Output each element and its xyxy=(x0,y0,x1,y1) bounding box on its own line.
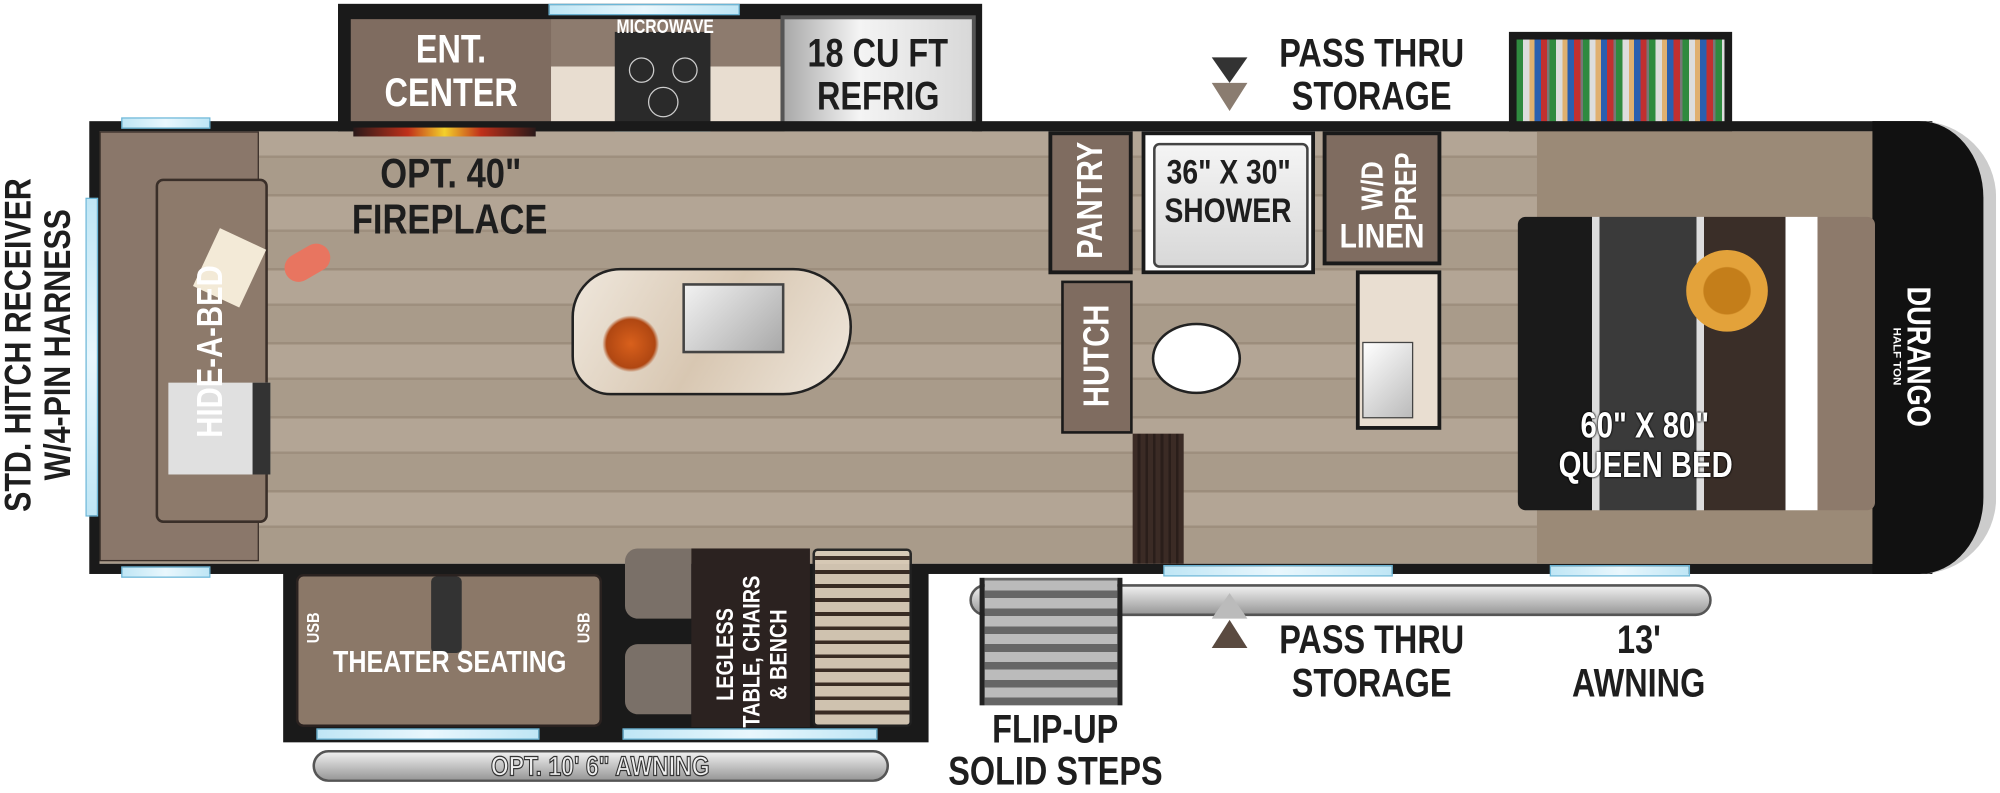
laptop xyxy=(168,382,271,475)
side-window xyxy=(1163,565,1393,577)
steps-line2: SOLID STEPS xyxy=(948,748,1163,793)
fireplace xyxy=(353,127,536,137)
pass-thru-top-line2: STORAGE xyxy=(1291,73,1452,119)
pantry-label: PANTRY xyxy=(1070,124,1110,277)
arrow-down-icon xyxy=(1211,57,1248,83)
hitch-label: STD. HITCH RECEIVER W/4-PIN HARNESS xyxy=(0,140,80,548)
table-label: LEGLESS TABLE, CHAIRS & BENCH xyxy=(712,566,792,745)
pass-thru-bottom-line1: PASS THRU xyxy=(1278,617,1464,662)
table-line2: TABLE, CHAIRS xyxy=(739,575,766,728)
rear-window-bottom xyxy=(121,566,211,578)
ent-center-line1: ENT. xyxy=(415,26,487,72)
front-cap xyxy=(1872,121,1997,574)
pass-thru-top-line1: PASS THRU xyxy=(1278,30,1464,76)
fireplace-line1: OPT. 40" xyxy=(379,149,521,197)
fireplace-line2: FIREPLACE xyxy=(352,195,549,243)
pass-thru-top-label: PASS THRU STORAGE xyxy=(1256,30,1486,119)
arrow-up-icon xyxy=(1211,593,1248,619)
pass-thru-bottom-label: PASS THRU STORAGE xyxy=(1256,617,1486,706)
burner-icon xyxy=(628,57,655,83)
fireplace-label: OPT. 40" FIREPLACE xyxy=(329,149,571,243)
slideout-window xyxy=(622,728,878,740)
shower-line1: 36" X 30" xyxy=(1166,153,1291,192)
hutch-text: HUTCH xyxy=(1076,304,1117,408)
hat xyxy=(1686,249,1768,332)
wd-prep-linen[interactable] xyxy=(1322,131,1442,266)
island-sink xyxy=(682,283,785,354)
linen-text: LINEN xyxy=(1339,216,1425,256)
usb-right-text: USB xyxy=(572,612,594,644)
bed-line1: 60" X 80" xyxy=(1581,405,1710,446)
pantry-text: PANTRY xyxy=(1070,141,1110,259)
hitch-label-line2: W/4-PIN HARNESS xyxy=(38,208,80,481)
bed-label: 60" X 80" QUEEN BED xyxy=(1537,406,1754,485)
pantry[interactable] xyxy=(1048,131,1133,275)
cupholder-console xyxy=(431,576,462,654)
usb-left-text: USB xyxy=(302,612,323,644)
slideout-window xyxy=(316,728,540,740)
chair xyxy=(624,644,692,715)
table-line3: & BENCH xyxy=(765,609,793,701)
ent-center-label: ENT. CENTER xyxy=(351,26,551,115)
ent-center-line2: CENTER xyxy=(384,70,518,115)
slideout-top-window xyxy=(548,3,740,16)
steps-label: FLIP-UP SOLID STEPS xyxy=(918,708,1192,792)
prep-line: PREP xyxy=(1389,152,1424,221)
usb-left: USB xyxy=(302,602,323,653)
rear-window-top xyxy=(121,117,211,129)
theater-seating-label: THEATER SEATING xyxy=(306,645,593,680)
awning-line1: 13' xyxy=(1617,617,1661,662)
hide-a-bed-text: HIDE-A-BED xyxy=(190,265,230,439)
vanity-sink xyxy=(1362,341,1414,419)
flower-centerpiece xyxy=(602,315,660,373)
arrow-down-icon xyxy=(1211,82,1248,111)
steps-line1: FLIP-UP xyxy=(992,706,1119,752)
wd-prep-label: W/D PREP xyxy=(1327,151,1439,222)
microwave-text: MICROWAVE xyxy=(617,16,715,39)
burner-icon xyxy=(672,57,698,83)
rear-window xyxy=(85,197,99,517)
flip-up-steps[interactable] xyxy=(979,577,1123,706)
hide-a-bed-label: HIDE-A-BED xyxy=(190,244,230,461)
refrig-line2: REFRIG xyxy=(816,73,940,119)
bed-line2: QUEEN BED xyxy=(1558,445,1733,485)
linen-label: LINEN xyxy=(1323,219,1442,253)
stove xyxy=(614,31,711,134)
hitch-label-line1: STD. HITCH RECEIVER xyxy=(0,177,40,512)
usb-right: USB xyxy=(572,602,594,653)
awning-line2: AWNING xyxy=(1572,660,1706,706)
burner-icon xyxy=(647,86,679,118)
refrigerator-label: 18 CU FT REFRIG xyxy=(781,30,976,119)
entry-door[interactable] xyxy=(1132,433,1184,564)
arrow-up-icon xyxy=(1211,619,1248,648)
wardrobe xyxy=(1508,31,1733,134)
dinette-table[interactable] xyxy=(691,548,810,728)
opt-awning-label: OPT. 10' 6" AWNING xyxy=(312,749,889,782)
shower-line2: SHOWER xyxy=(1164,191,1292,230)
shower-label: 36" X 30" SHOWER xyxy=(1142,153,1315,230)
chair xyxy=(624,548,692,619)
awning-label: 13' AWNING xyxy=(1550,617,1729,706)
pass-thru-bottom-line2: STORAGE xyxy=(1291,660,1452,706)
theater-seating-text: THEATER SEATING xyxy=(332,645,567,680)
table-line1: LEGLESS xyxy=(712,608,740,702)
side-window xyxy=(1549,565,1691,577)
ent-center xyxy=(350,19,552,128)
shower xyxy=(1141,131,1316,275)
opt-awning-text: OPT. 10' 6" AWNING xyxy=(491,749,711,782)
brand-logo: DURANGO HALF TON xyxy=(1891,254,1939,458)
microwave-label: MICROWAVE xyxy=(551,18,781,37)
opt-awning xyxy=(312,749,890,782)
brand-text: DURANGO xyxy=(1899,286,1939,427)
bench xyxy=(812,548,912,728)
toilet xyxy=(1151,322,1242,395)
hutch-label: HUTCH xyxy=(1076,279,1117,432)
refrig-line1: 18 CU FT xyxy=(807,30,949,76)
hutch[interactable] xyxy=(1061,280,1133,434)
wd-line: W/D xyxy=(1355,161,1391,211)
